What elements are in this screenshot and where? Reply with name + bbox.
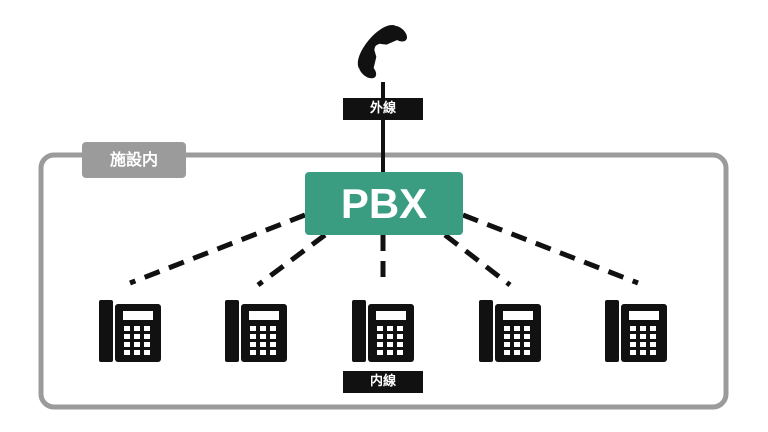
connector-5 (462, 212, 639, 286)
extension-connectors (129, 212, 639, 288)
facility-tag: 施設内 (82, 142, 186, 178)
connector-2 (256, 232, 327, 288)
connector-1 (129, 212, 306, 286)
outside-line-label: 外線 (343, 98, 423, 120)
desk-phone-icon (225, 300, 287, 362)
desk-phone-icon (99, 300, 161, 362)
extension-label: 内線 (343, 371, 423, 393)
desk-phone-icon (605, 300, 667, 362)
desk-phone-icon (479, 300, 541, 362)
desk-phone-icon (352, 300, 414, 362)
pbx-box: PBX (305, 172, 463, 235)
extension-phones (99, 300, 667, 362)
connector-4 (443, 233, 512, 287)
handset-icon (357, 25, 408, 79)
